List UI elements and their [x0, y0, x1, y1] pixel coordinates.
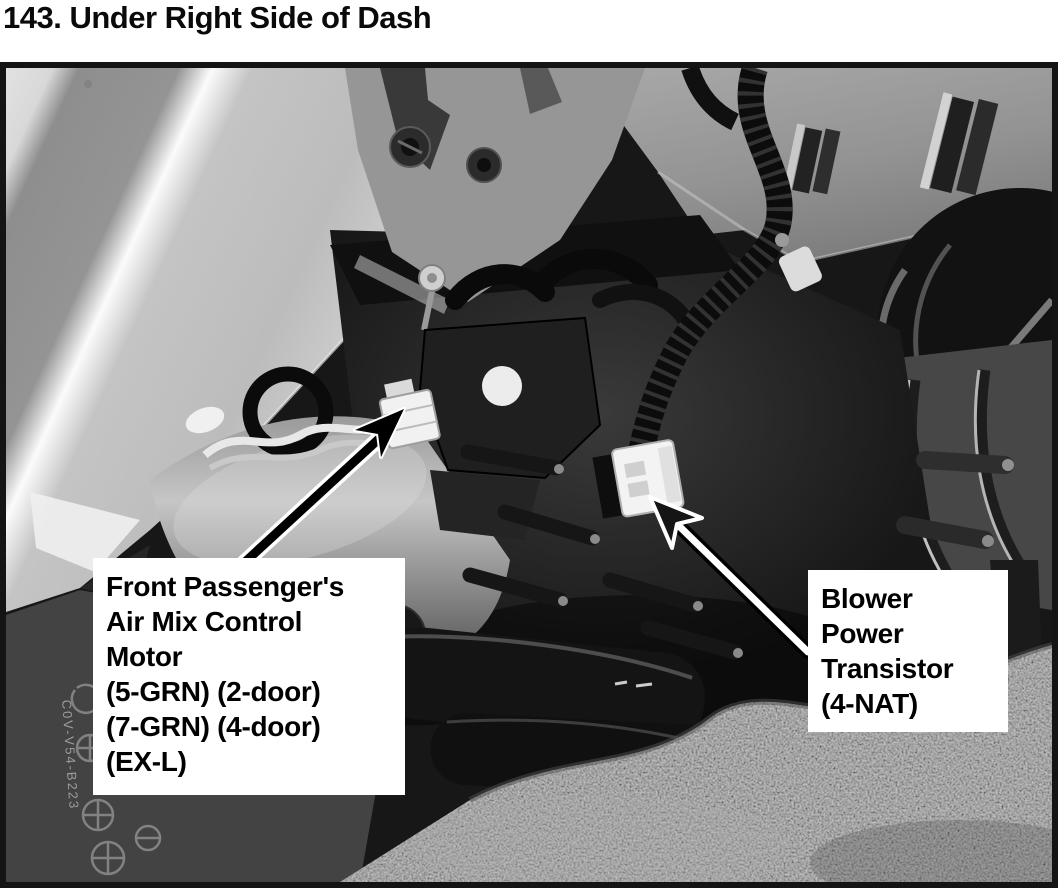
label-line: Air Mix Control — [106, 606, 303, 637]
case-pins — [460, 444, 1014, 660]
callout-arrow-blower — [648, 495, 815, 659]
label-air-mix-motor: Front Passenger's Air Mix Control Motor … — [93, 558, 405, 795]
label-line: Power — [821, 618, 904, 649]
label-line: (5-GRN) (2-door) — [106, 676, 321, 707]
label-line: Front Passenger's — [106, 571, 345, 602]
glovebox-vent — [783, 123, 841, 195]
photo-scene: C0V-V54-B223 — [6, 68, 1052, 882]
glovebox-slot — [919, 92, 999, 196]
callout-arrow-air-mix — [237, 407, 406, 570]
label-line: (EX-L) — [106, 746, 187, 777]
blower-transistor-connector — [592, 439, 685, 519]
page-title: 143. Under Right Side of Dash — [3, 0, 432, 35]
label-line: (4-NAT) — [821, 688, 918, 719]
bolt — [418, 264, 446, 331]
air-mix-motor — [378, 316, 602, 540]
wire-loom — [628, 68, 822, 455]
label-line: (7-GRN) (4-door) — [106, 711, 321, 742]
screw — [389, 126, 431, 168]
dash-bracket — [345, 68, 645, 331]
label-line: Blower — [821, 583, 913, 614]
underdash-photo: C0V-V54-B223 — [0, 62, 1058, 888]
screw — [466, 147, 502, 183]
label-line: Transistor — [821, 653, 954, 684]
label-line: Motor — [106, 641, 183, 672]
label-blower-transistor: Blower Power Transistor (4-NAT) — [808, 570, 1008, 732]
